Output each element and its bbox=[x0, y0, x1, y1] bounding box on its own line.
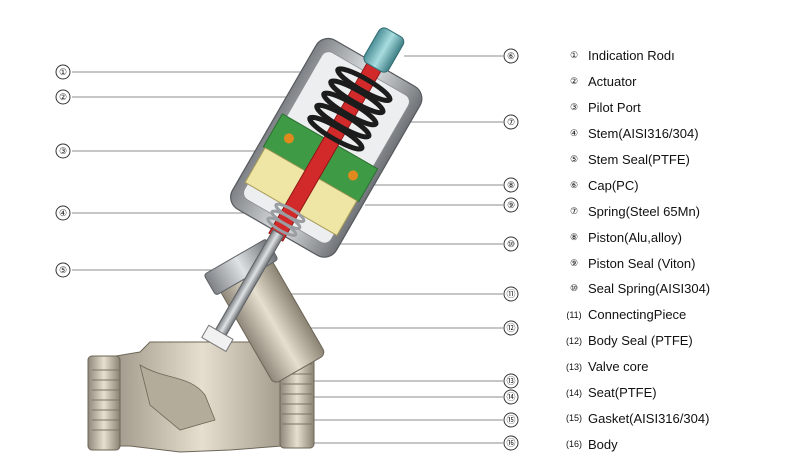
callout-14: ⑭ bbox=[506, 392, 515, 402]
legend-item: (16) Body bbox=[565, 431, 795, 457]
callout-2: ② bbox=[59, 92, 67, 102]
legend-item: ② Actuator bbox=[565, 69, 795, 95]
callout-4: ④ bbox=[59, 208, 67, 218]
legend-label: Pilot Port bbox=[588, 100, 641, 116]
callout-labels: ① ② ③ ④ ⑤ ⑥ ⑦ ⑧ ⑨ ⑩ ⑪ ⑫ ⑬ ⑭ ⑮ ⑯ bbox=[59, 51, 516, 448]
legend-number: ⑨ bbox=[569, 257, 579, 268]
callout-7: ⑦ bbox=[507, 117, 515, 127]
callout-3: ③ bbox=[59, 146, 67, 156]
legend-label: Actuator bbox=[588, 74, 637, 90]
legend-label: Body bbox=[588, 436, 618, 452]
legend-item: ⑦ Spring(Steel 65Mn) bbox=[565, 198, 795, 224]
legend-number: (16) bbox=[565, 439, 582, 450]
legend-label: Indication Rodı bbox=[588, 48, 675, 64]
parts-legend: ① Indication Rodı ② Actuator ③ Pilot Port ④… bbox=[565, 43, 795, 457]
callout-10: ⑩ bbox=[507, 239, 515, 249]
legend-item: (13) Valve core bbox=[565, 354, 795, 380]
legend-number: ④ bbox=[569, 128, 579, 139]
legend-number: ⑩ bbox=[569, 283, 579, 294]
legend-item: ⑨ Piston Seal (Viton) bbox=[565, 250, 795, 276]
legend-number: (12) bbox=[565, 335, 582, 346]
legend-number: ② bbox=[569, 76, 579, 87]
legend-label: Stem(AISI316/304) bbox=[588, 126, 699, 142]
legend-item: ⑧ Piston(Alu,alloy) bbox=[565, 224, 795, 250]
legend-label: ConnectingPiece bbox=[588, 307, 687, 323]
legend-number: ⑧ bbox=[569, 231, 579, 242]
legend-item: ③ Pilot Port bbox=[565, 95, 795, 121]
legend-number: ③ bbox=[569, 102, 579, 113]
left-callouts bbox=[55, 64, 71, 278]
valve-body bbox=[87, 341, 315, 453]
legend-number: (11) bbox=[566, 309, 582, 320]
callout-13: ⑬ bbox=[506, 376, 515, 386]
callout-8: ⑧ bbox=[507, 180, 515, 190]
legend-item: ⑥ Cap(PC) bbox=[565, 172, 795, 198]
legend-number: ⑥ bbox=[569, 179, 579, 190]
callout-5: ⑤ bbox=[59, 265, 67, 275]
legend-label: Valve core bbox=[588, 359, 649, 375]
legend-item: ① Indication Rodı bbox=[565, 43, 795, 69]
callout-11: ⑪ bbox=[506, 289, 515, 299]
legend-label: Piston Seal (Viton) bbox=[588, 255, 696, 271]
legend-item: (15) Gasket(AISI316/304) bbox=[565, 405, 795, 431]
legend-item: (14) Seat(PTFE) bbox=[565, 380, 795, 406]
legend-item: ④ Stem(AISI316/304) bbox=[565, 121, 795, 147]
right-callouts bbox=[503, 48, 519, 451]
legend-number: ⑦ bbox=[569, 205, 579, 216]
callout-6: ⑥ bbox=[507, 51, 515, 61]
legend-item: (11) ConnectingPiece bbox=[565, 302, 795, 328]
callout-9: ⑨ bbox=[507, 200, 515, 210]
callout-16: ⑯ bbox=[506, 438, 515, 448]
callout-15: ⑮ bbox=[506, 415, 515, 425]
legend-label: Seal Spring(AISI304) bbox=[588, 281, 711, 297]
legend-number: ⑤ bbox=[569, 154, 579, 164]
legend-label: Stem Seal(PTFE) bbox=[588, 152, 690, 167]
callout-12: ⑫ bbox=[506, 323, 515, 333]
callout-1: ① bbox=[59, 67, 67, 77]
legend-item: ⑩ Seal Spring(AISI304) bbox=[565, 276, 795, 302]
legend-number: (14) bbox=[565, 387, 582, 398]
legend-number: ① bbox=[569, 50, 579, 61]
legend-label: Piston(Alu,alloy) bbox=[588, 229, 682, 245]
legend-label: Gasket(AISI316/304) bbox=[588, 410, 710, 426]
legend-number: (13) bbox=[565, 361, 582, 372]
legend-number: (15) bbox=[565, 413, 582, 424]
legend-item: (12) Body Seal (PTFE) bbox=[565, 328, 795, 354]
legend-item: ⑤ Stem Seal(PTFE) bbox=[565, 147, 795, 173]
legend-label: Seat(PTFE) bbox=[588, 385, 657, 401]
legend-label: Spring(Steel 65Mn) bbox=[588, 203, 700, 219]
actuator bbox=[201, 27, 423, 353]
legend-label: Body Seal (PTFE) bbox=[588, 333, 693, 349]
legend-label: Cap(PC) bbox=[588, 177, 639, 193]
